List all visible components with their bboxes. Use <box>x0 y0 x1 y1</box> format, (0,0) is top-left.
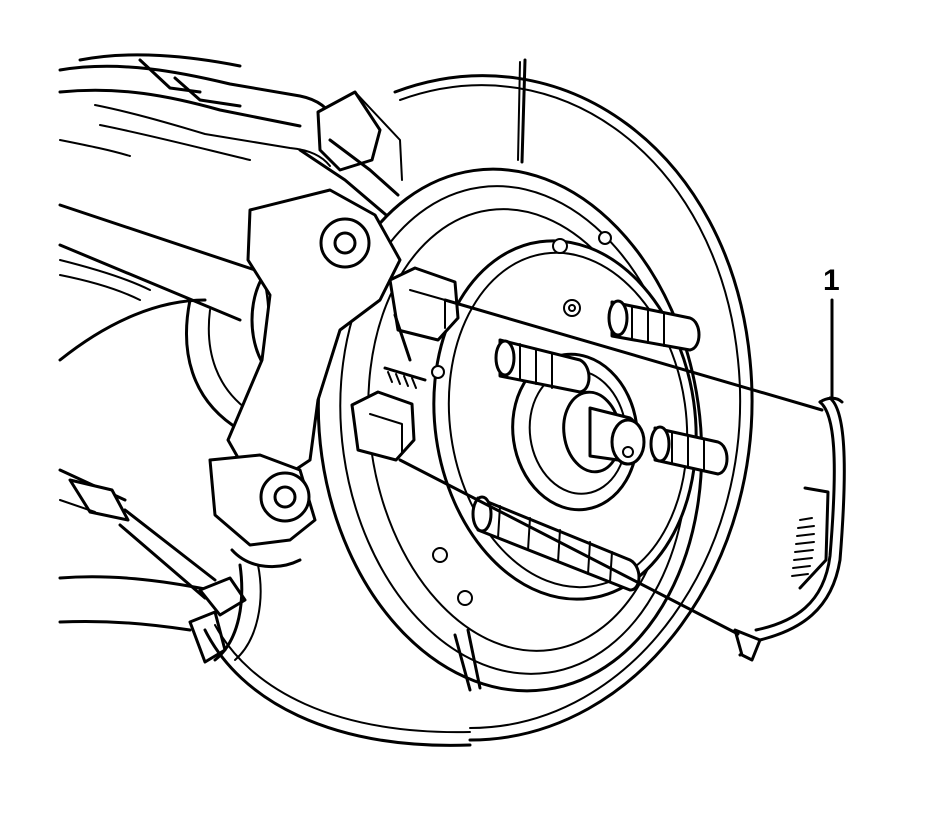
callout-label-1: 1 <box>823 264 840 297</box>
rotor-edge-serration <box>791 486 830 590</box>
caliper-bracket-upper <box>388 266 460 362</box>
wheel-studs <box>471 299 729 592</box>
upper-control-arm <box>58 53 337 167</box>
caliper-bracket-lower <box>350 366 427 462</box>
brake-rotor <box>733 396 846 662</box>
wheel-stud-right <box>649 425 729 476</box>
callout-leaders <box>398 298 834 636</box>
dust-shield <box>203 58 754 747</box>
tie-rod <box>58 468 217 600</box>
wheel-stud-top <box>607 299 701 352</box>
steering-knuckle <box>208 188 402 662</box>
upper-mount-bracket <box>298 90 412 247</box>
wheel-stud-left <box>494 338 591 394</box>
